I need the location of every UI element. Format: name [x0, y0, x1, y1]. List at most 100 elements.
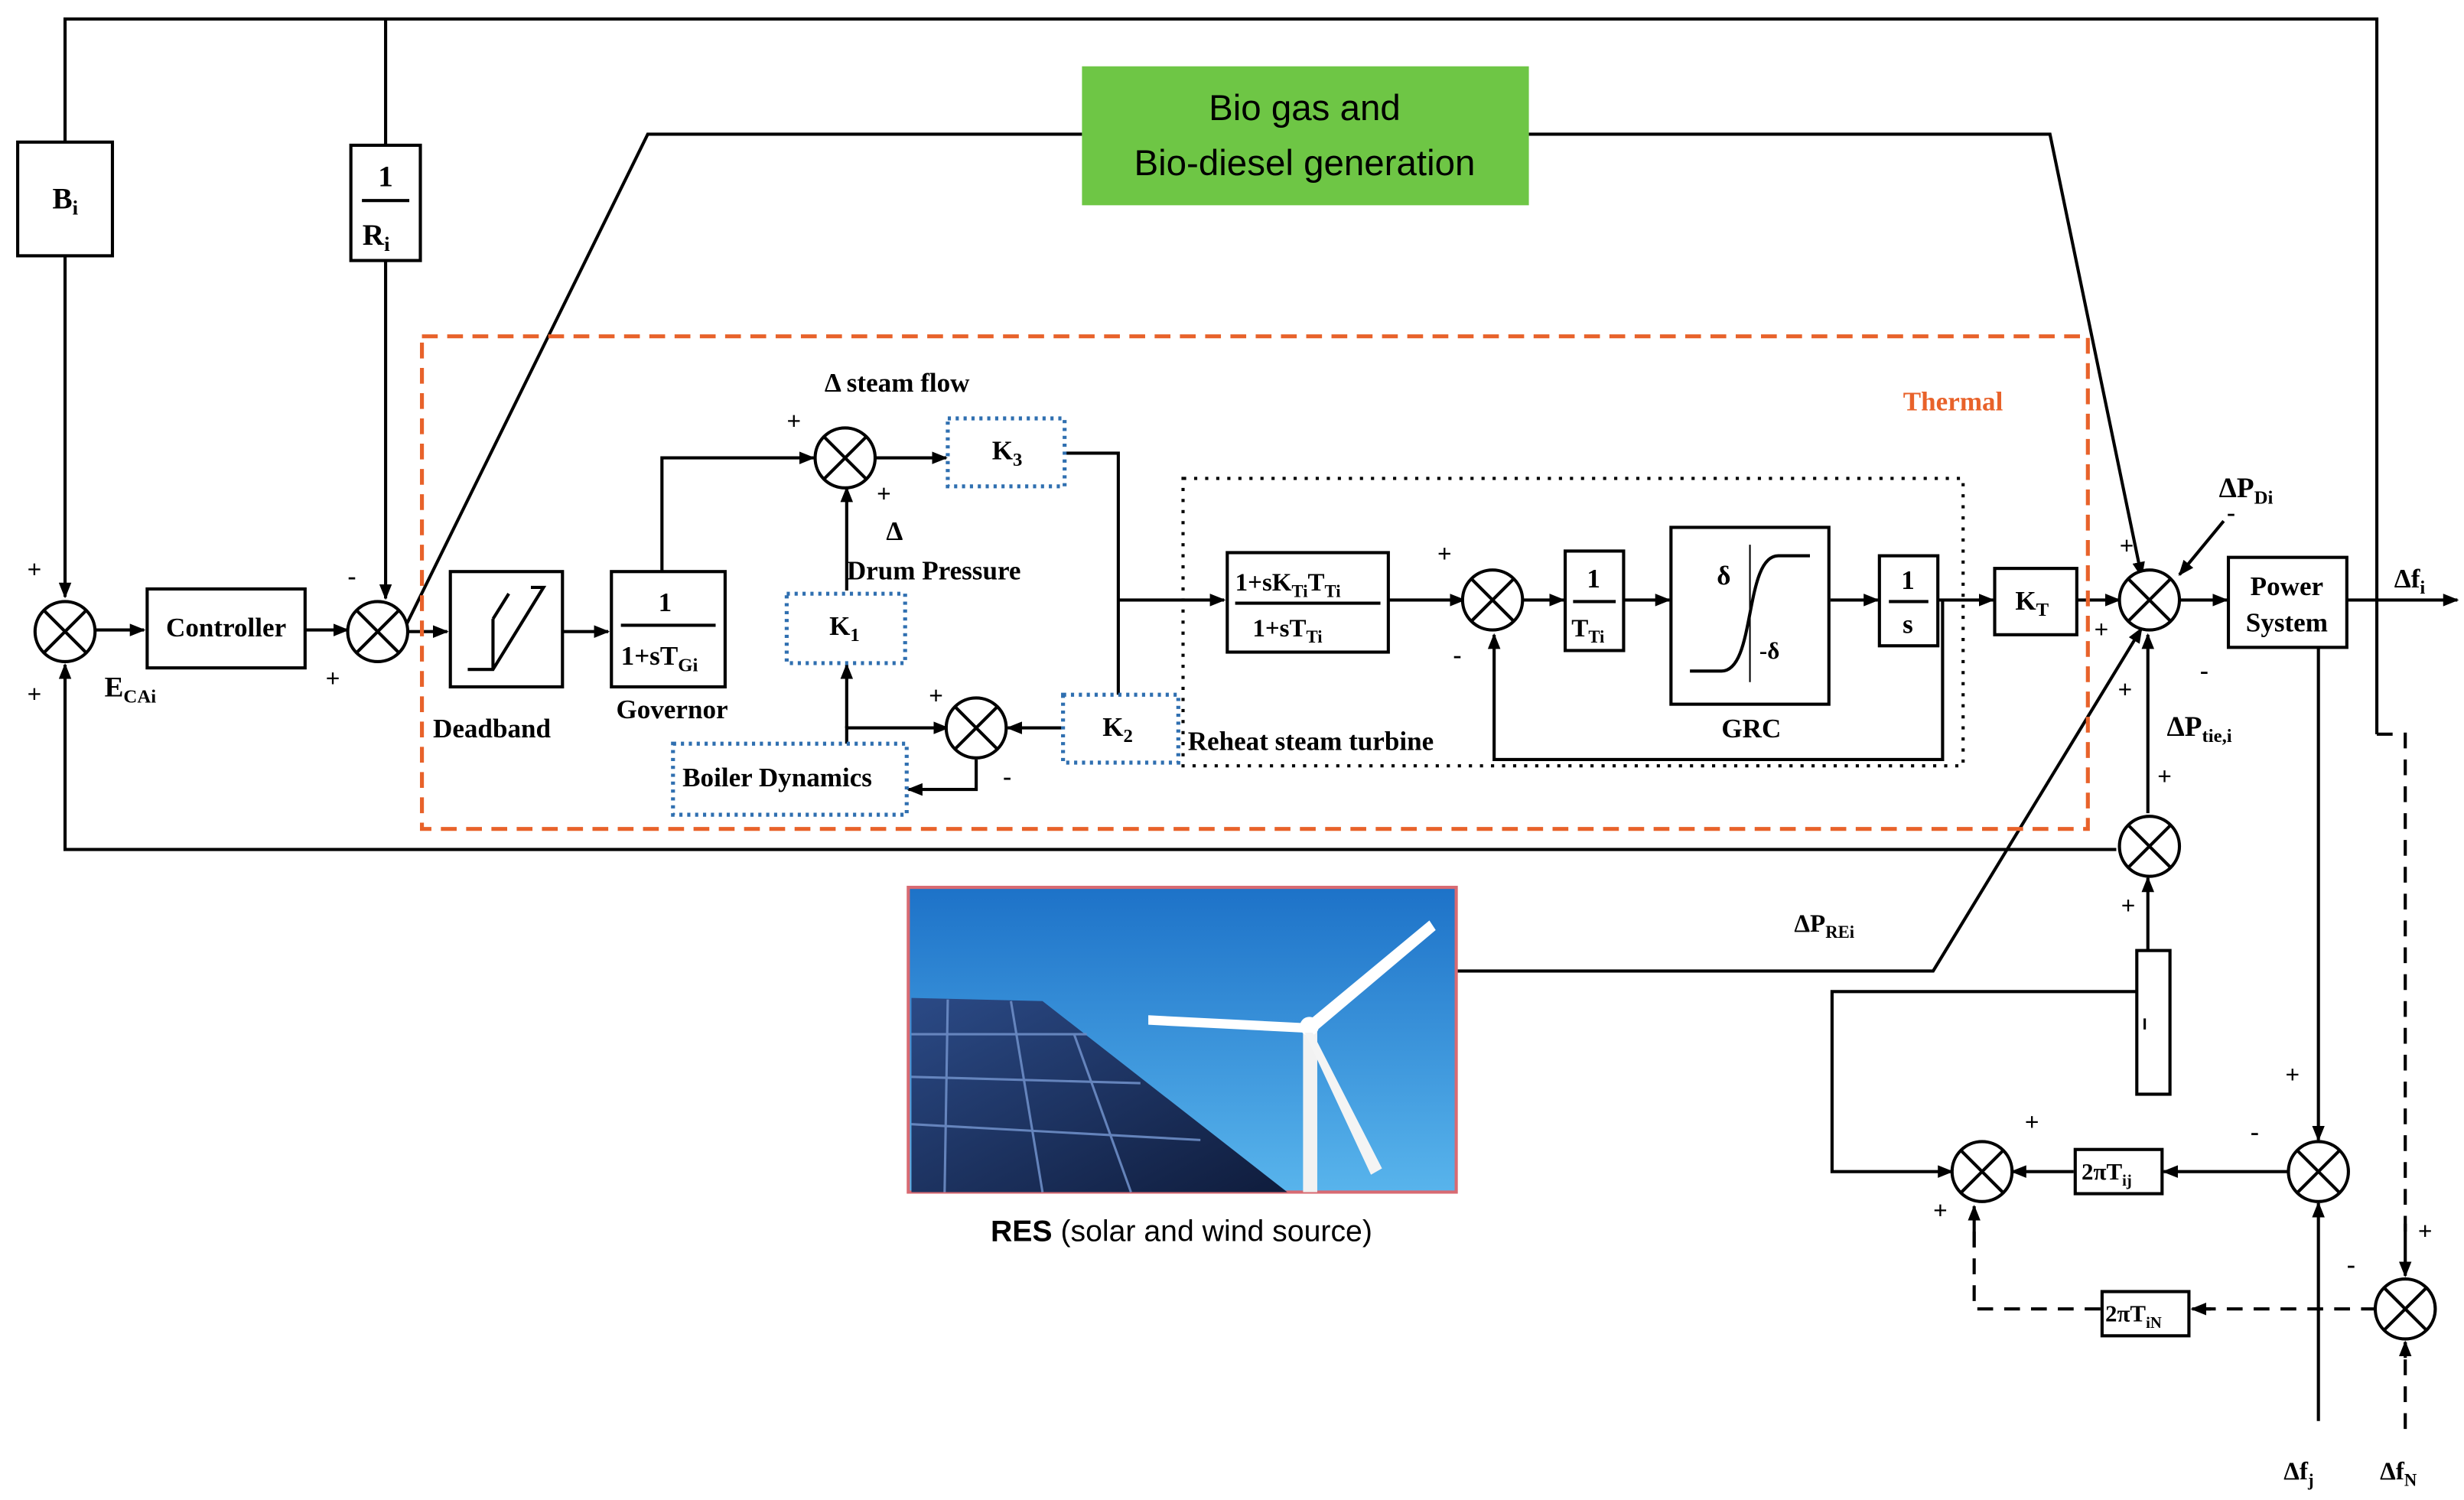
- res-image: [907, 886, 1458, 1194]
- deadband-block: [448, 570, 565, 688]
- reheat-label: Reheat steam turbine: [1188, 727, 1434, 757]
- sign-plus: +: [326, 665, 340, 693]
- sign-minus: -: [2251, 1118, 2259, 1146]
- tie-integrator-block: [2135, 948, 2172, 1096]
- sign-plus: +: [2095, 617, 2109, 644]
- svg-text:Controller: Controller: [166, 613, 286, 643]
- sign-plus: +: [2118, 676, 2133, 704]
- sign-plus: +: [2285, 1062, 2300, 1089]
- tij-block: 2πTij: [2073, 1147, 2164, 1196]
- turbine-summing-junction: [1460, 568, 1525, 632]
- fn-summing-junction: [2373, 1277, 2437, 1341]
- svg-text:System: System: [2246, 608, 2328, 638]
- biogas-line2: Bio-diesel generation: [1134, 143, 1475, 184]
- svg-text:Boiler Dynamics: Boiler Dynamics: [682, 763, 872, 792]
- ace-summing-junction: [33, 600, 97, 663]
- k1-block: K1: [784, 591, 907, 665]
- governor-summing-junction: [346, 600, 410, 663]
- sign-minus: -: [2227, 499, 2235, 527]
- svg-text:K2: K2: [1102, 712, 1133, 747]
- svg-text:1: 1: [659, 587, 672, 617]
- sign-plus: +: [1437, 541, 1452, 568]
- fj-summing-junction: [2287, 1140, 2350, 1203]
- sign-plus: +: [786, 408, 801, 435]
- power-system-block: Power System: [2226, 555, 2348, 649]
- sign-minus: -: [2200, 658, 2208, 685]
- boiler-summing-junction: [944, 696, 1008, 760]
- tin-block: 2πTiN: [2100, 1290, 2191, 1338]
- fi-label: Δfi: [2394, 564, 2426, 598]
- eca-label: ECAi: [105, 672, 157, 707]
- sign-minus: -: [1003, 763, 1011, 791]
- biogas-path: [401, 132, 2145, 633]
- tt-block: 1 TTi: [1563, 549, 1626, 652]
- k3-block: K3: [946, 416, 1067, 489]
- svg-text:K3: K3: [992, 436, 1023, 470]
- svg-text:1+sTGi: 1+sTGi: [621, 641, 698, 675]
- thermal-label: Thermal: [1903, 387, 2003, 417]
- svg-text:s: s: [1903, 610, 1913, 639]
- svg-text:1+sKTiTTi: 1+sKTiTTi: [1235, 569, 1341, 600]
- thermal-boundary: [419, 334, 2090, 831]
- ace-path: [95, 623, 610, 638]
- tie-sum-left-junction: [1950, 1140, 2014, 1203]
- svg-text:Bi: Bi: [53, 182, 79, 219]
- svg-text:1: 1: [1587, 564, 1600, 594]
- sign-plus: +: [2120, 533, 2134, 561]
- top-feedback-lines: [58, 17, 2412, 1277]
- svg-text:-δ: -δ: [1759, 637, 1779, 664]
- steam-flow-label: Δ steam flow: [825, 368, 970, 398]
- kt-block: KT: [1993, 567, 2078, 636]
- pre-label: ΔPREi: [1794, 910, 1854, 942]
- sign-minus: -: [1453, 642, 1461, 669]
- drum-delta-label: Δ: [886, 516, 903, 546]
- sign-plus: +: [1933, 1198, 1948, 1225]
- sign-plus: +: [2025, 1109, 2039, 1137]
- svg-text:2πTij: 2πTij: [2082, 1158, 2132, 1189]
- steam-summing-junction: [813, 426, 877, 490]
- boiler-dynamics-block: Boiler Dynamics: [671, 741, 909, 817]
- sign-plus: +: [28, 682, 42, 709]
- droop-block: 1 Ri: [349, 143, 422, 262]
- sign-plus: +: [2157, 763, 2172, 791]
- svg-text:Ri: Ri: [363, 219, 390, 255]
- sign-plus: +: [2418, 1218, 2433, 1245]
- svg-text:KT: KT: [2015, 586, 2049, 620]
- svg-text:1: 1: [378, 161, 393, 194]
- sign-plus: +: [929, 683, 943, 711]
- turbine-path: [1388, 594, 2121, 761]
- sign-minus: -: [2347, 1251, 2355, 1279]
- res-path: [1456, 626, 2143, 973]
- sign-minus: -: [348, 563, 356, 591]
- reheat-block: 1+sKTiTTi 1+sTTi: [1225, 551, 1390, 654]
- controller-block: Controller: [145, 587, 307, 670]
- sign-markers: + + - + + + + - + - + - + + - + + + + + …: [28, 408, 2433, 1278]
- bi-block: Bi: [16, 140, 115, 258]
- svg-text:Power: Power: [2251, 571, 2323, 601]
- reheat-boundary: [1181, 477, 1965, 768]
- integrator-block: 1 s: [1877, 554, 1940, 648]
- power-summing-junction: [2117, 568, 2182, 632]
- sign-plus: +: [28, 557, 42, 584]
- fj-label: Δfj: [2283, 1458, 2313, 1489]
- svg-text:TTi: TTi: [1571, 615, 1604, 646]
- svg-text:1+sTTi: 1+sTTi: [1252, 615, 1322, 646]
- deadband-label: Deadband: [433, 714, 552, 743]
- k2-block: K2: [1061, 692, 1180, 765]
- fn-label: ΔfN: [2380, 1458, 2417, 1489]
- sign-plus: +: [877, 480, 891, 508]
- governor-label: Governor: [616, 695, 727, 724]
- svg-text:1: 1: [1901, 565, 1915, 595]
- svg-text:δ: δ: [1717, 561, 1730, 591]
- steam-flow-path: [660, 451, 1226, 716]
- sign-plus: +: [2121, 893, 2136, 920]
- tie-line-computation: [1830, 600, 2412, 1430]
- power-system-path: [58, 519, 2459, 951]
- biogas-block: [1082, 66, 1529, 206]
- svg-text:2πTiN: 2πTiN: [2105, 1300, 2162, 1332]
- pd-label: ΔPDi: [2219, 473, 2274, 508]
- ptie-label: ΔPtie,i: [2167, 711, 2232, 747]
- governor-block: 1 1+sTGi: [610, 570, 727, 688]
- biogas-line1: Bio gas and: [1209, 88, 1401, 129]
